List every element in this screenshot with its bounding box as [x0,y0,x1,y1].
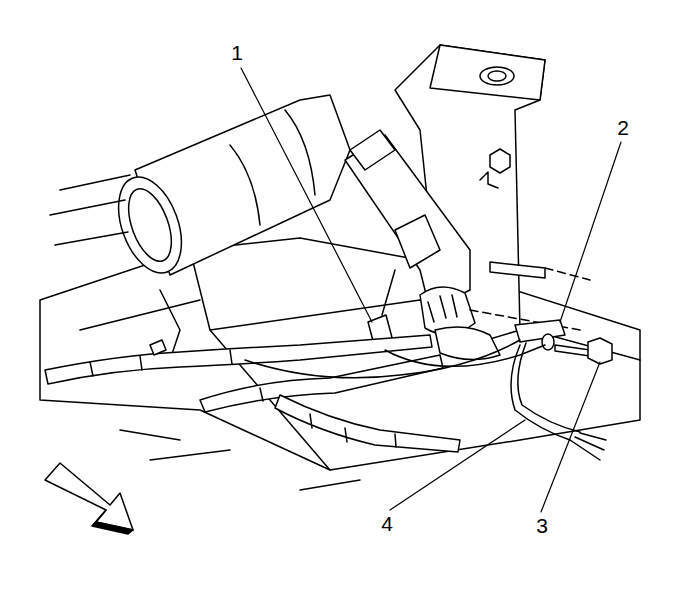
leader-line [541,362,600,512]
mount-hole [480,67,514,85]
direction-arrow-shade [92,510,133,534]
exhaust-pipe-end [107,168,194,281]
callout-number: 1 [229,42,245,64]
frame-rail [40,238,640,470]
stud [490,262,545,278]
alignment-line [470,268,590,330]
leader-line [241,68,372,322]
mount-hole-inner [488,71,506,81]
leader-line [390,420,525,510]
wire-bracket [515,320,565,342]
wire-lead [518,343,580,432]
leader-line [560,142,621,322]
direction-arrow [45,463,133,530]
sensor-cap [350,130,395,170]
wire-strands [570,433,606,460]
callout-number: 2 [615,117,631,139]
sensor-connector [395,215,440,268]
sensor-ribs [428,295,457,322]
wire [245,340,520,378]
ground-lines [120,430,360,490]
harness-tube [200,355,443,412]
bolt-shank [555,345,590,356]
bolt-head [588,338,612,364]
callout-number: 4 [379,513,395,535]
mount-tab [480,172,498,188]
callout-number: 3 [534,515,550,537]
washer [542,334,554,350]
exhaust-pipe-joint [230,110,315,225]
connector-lead [382,270,395,315]
harness-branch [275,395,460,452]
mount-nut [490,149,510,173]
pipe-hatch [50,175,180,360]
exhaust-pipe-bore [120,183,180,267]
mount-bracket-top [430,45,545,100]
harness-clip [150,340,166,355]
